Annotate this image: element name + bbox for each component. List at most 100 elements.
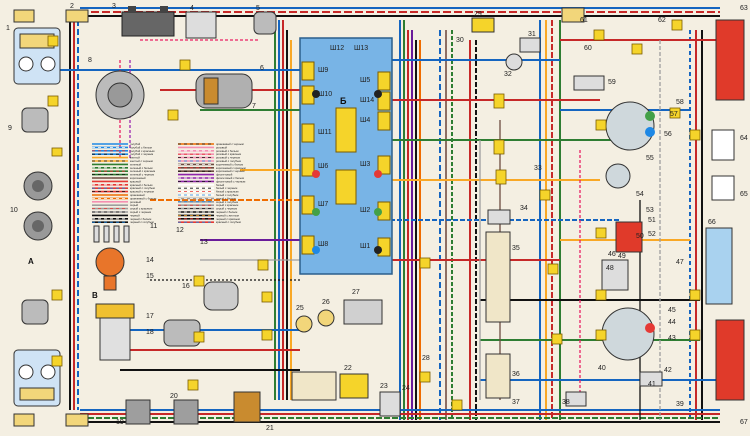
legend-label: зеленый с красным bbox=[130, 169, 155, 173]
connector-left-label: Ш10 bbox=[318, 91, 332, 98]
gauge-cluster-top bbox=[605, 101, 655, 151]
battery bbox=[121, 11, 175, 37]
connector-top-label: Ш13 bbox=[354, 45, 368, 52]
component-number: 56 bbox=[664, 131, 672, 138]
legend-label: серый bbox=[130, 203, 139, 207]
components bbox=[13, 6, 745, 427]
marker-lamp-top bbox=[13, 9, 35, 23]
legend-label: оранжевый с черным bbox=[216, 142, 244, 146]
component-number: 45 bbox=[668, 307, 676, 314]
yellow-connectors bbox=[47, 19, 701, 411]
component-number: 29 bbox=[474, 11, 482, 18]
connector-left bbox=[301, 235, 315, 255]
panel-socket-b-bottom bbox=[335, 169, 357, 205]
legend-label: серый с белым bbox=[216, 196, 236, 200]
lamp-61 bbox=[561, 7, 585, 23]
ignition-coil-bottom bbox=[99, 315, 131, 361]
marker-v: В bbox=[92, 291, 98, 300]
component-number: 59 bbox=[608, 79, 616, 86]
connector-left-label: Ш8 bbox=[318, 241, 328, 248]
distributor bbox=[95, 247, 125, 277]
legend-label: голубой с черным bbox=[130, 152, 153, 156]
component-number: 27 bbox=[352, 289, 360, 296]
legend-label: оранжевый с белым bbox=[130, 196, 156, 200]
connector-right-label: Ш14 bbox=[360, 97, 374, 104]
component-number: 42 bbox=[664, 367, 672, 374]
relay-48 bbox=[601, 259, 629, 291]
component-number: 61 bbox=[580, 17, 588, 24]
component-number: 36 bbox=[512, 371, 520, 378]
relay-52 bbox=[615, 221, 643, 253]
legend-label: оранжевый bbox=[130, 193, 145, 197]
legend-label: розовый с белым bbox=[216, 149, 239, 153]
connector-right-label: Ш1 bbox=[360, 243, 370, 250]
component-number: 5 bbox=[256, 5, 260, 12]
connector-left-label: Ш9 bbox=[318, 67, 328, 74]
component-number: 48 bbox=[606, 265, 614, 272]
connector-right bbox=[377, 111, 391, 131]
component-number: 30 bbox=[456, 37, 464, 44]
legend-label: черный с голубым bbox=[130, 220, 154, 224]
legend-label: коричневый с черным bbox=[216, 169, 245, 173]
component-number: 43 bbox=[668, 335, 676, 342]
panel-socket-b-top bbox=[335, 107, 357, 153]
component-number: 31 bbox=[528, 31, 536, 38]
component-number: 21 bbox=[266, 425, 274, 432]
legend-label: фиолетовый с белым bbox=[216, 176, 244, 180]
lamp-64 bbox=[711, 129, 735, 161]
legend-label: черный с белым bbox=[130, 217, 151, 221]
component-number: 40 bbox=[598, 365, 606, 372]
component-number: 58 bbox=[676, 99, 684, 106]
component-number: 17 bbox=[146, 313, 154, 320]
component-number: 3 bbox=[112, 3, 116, 10]
legend-label: желтый bbox=[130, 156, 140, 160]
component-number: 41 bbox=[648, 381, 656, 388]
washer-motor-top bbox=[21, 107, 49, 133]
legend-label: белый bbox=[216, 183, 225, 187]
component-number: 12 bbox=[176, 227, 184, 234]
spark-plugs bbox=[93, 225, 130, 243]
side-lamp-bottom bbox=[65, 413, 89, 427]
sensor-19 bbox=[125, 399, 151, 425]
legend-label: желтый с черным bbox=[130, 159, 153, 163]
component-number: 16 bbox=[182, 283, 190, 290]
connector-left bbox=[301, 195, 315, 215]
bulb-26 bbox=[317, 309, 335, 327]
sensor-20 bbox=[173, 399, 199, 425]
relay-22 bbox=[339, 373, 369, 399]
legend-label: голубой с белым bbox=[130, 145, 152, 149]
legend-label: серый с голубым bbox=[216, 200, 238, 204]
legend-label: розовый bbox=[130, 200, 141, 204]
fuse-29 bbox=[471, 17, 495, 33]
component-number: 51 bbox=[648, 217, 656, 224]
legend-left-samples bbox=[92, 143, 128, 223]
component-number: 19 bbox=[116, 419, 124, 426]
diagnostic-block bbox=[233, 391, 261, 423]
component-number: 32 bbox=[504, 71, 512, 78]
component-number: 53 bbox=[646, 207, 654, 214]
legend-right-samples bbox=[178, 143, 214, 223]
relay-38 bbox=[565, 391, 587, 407]
component-number: 24 bbox=[402, 385, 410, 392]
component-number: 66 bbox=[708, 219, 716, 226]
component-number: 47 bbox=[676, 259, 684, 266]
legend-label: розовый с черным bbox=[216, 156, 240, 160]
component-number: 33 bbox=[534, 165, 542, 172]
component-number: 62 bbox=[658, 17, 666, 24]
component-number: 10 bbox=[10, 207, 18, 214]
panel-body bbox=[299, 37, 393, 275]
tail-lamp-bottom bbox=[715, 319, 745, 401]
component-number: 4 bbox=[190, 5, 194, 12]
bulb-25 bbox=[295, 315, 313, 333]
component-number: 25 bbox=[296, 305, 304, 312]
ignition-coil bbox=[253, 11, 277, 35]
connector-left-label: Ш7 bbox=[318, 201, 328, 208]
legend-label: голубой с красным bbox=[130, 149, 154, 153]
component-number: 34 bbox=[520, 205, 528, 212]
component-number: 60 bbox=[584, 45, 592, 52]
component-number: 46 bbox=[608, 251, 616, 258]
connector-left bbox=[301, 157, 315, 177]
